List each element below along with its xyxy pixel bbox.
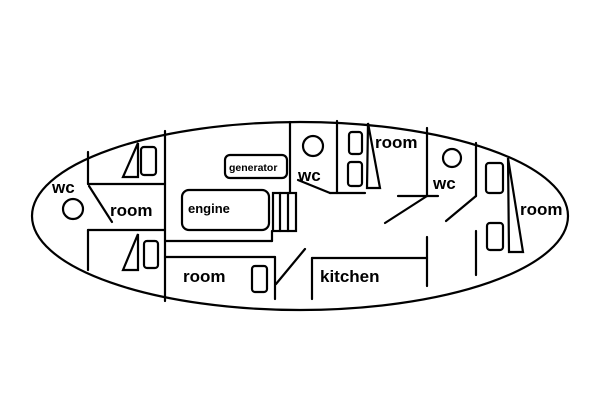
label-room-left: room bbox=[110, 201, 153, 220]
toilet-icon bbox=[301, 134, 325, 158]
toilet-icon bbox=[441, 147, 463, 169]
wc-right-walls bbox=[383, 126, 478, 288]
door-room-bottom bbox=[274, 247, 307, 286]
bed-icon bbox=[485, 221, 505, 252]
label-wc-mid: wc bbox=[297, 166, 321, 185]
wc-mid-walls bbox=[296, 119, 367, 195]
engine-block bbox=[180, 188, 271, 232]
bed-headboard-icon bbox=[121, 233, 140, 272]
door-wc-right bbox=[444, 194, 478, 223]
bed-icon bbox=[347, 130, 364, 156]
bed-icon bbox=[250, 264, 269, 294]
label-wc-left: wc bbox=[51, 178, 75, 197]
kitchen-walls bbox=[310, 256, 429, 301]
door-room-top bbox=[383, 194, 429, 225]
bed-headboard-icon bbox=[506, 157, 525, 254]
bow-walls bbox=[86, 129, 167, 303]
bed-icon bbox=[484, 161, 505, 195]
bed-icon bbox=[142, 239, 160, 270]
generator-block bbox=[223, 153, 289, 180]
label-wc-right: wc bbox=[432, 174, 456, 193]
label-generator: generator bbox=[229, 162, 277, 174]
door-wc-left bbox=[87, 184, 114, 224]
hull-outline bbox=[30, 120, 570, 312]
bed-headboard-icon bbox=[365, 122, 382, 190]
door-wc-mid bbox=[296, 178, 332, 195]
label-room-bottom: room bbox=[183, 267, 226, 286]
label-kitchen: kitchen bbox=[320, 267, 380, 286]
label-room-right: room bbox=[520, 200, 563, 219]
bed-headboard-icon bbox=[121, 142, 140, 179]
stairs-icon bbox=[271, 191, 298, 233]
bed-icon bbox=[346, 160, 364, 188]
bed-icon bbox=[139, 145, 158, 177]
midship-walls bbox=[163, 120, 307, 301]
label-engine: engine bbox=[188, 201, 230, 216]
label-room-top: room bbox=[375, 133, 418, 152]
toilet-icon bbox=[61, 197, 85, 221]
